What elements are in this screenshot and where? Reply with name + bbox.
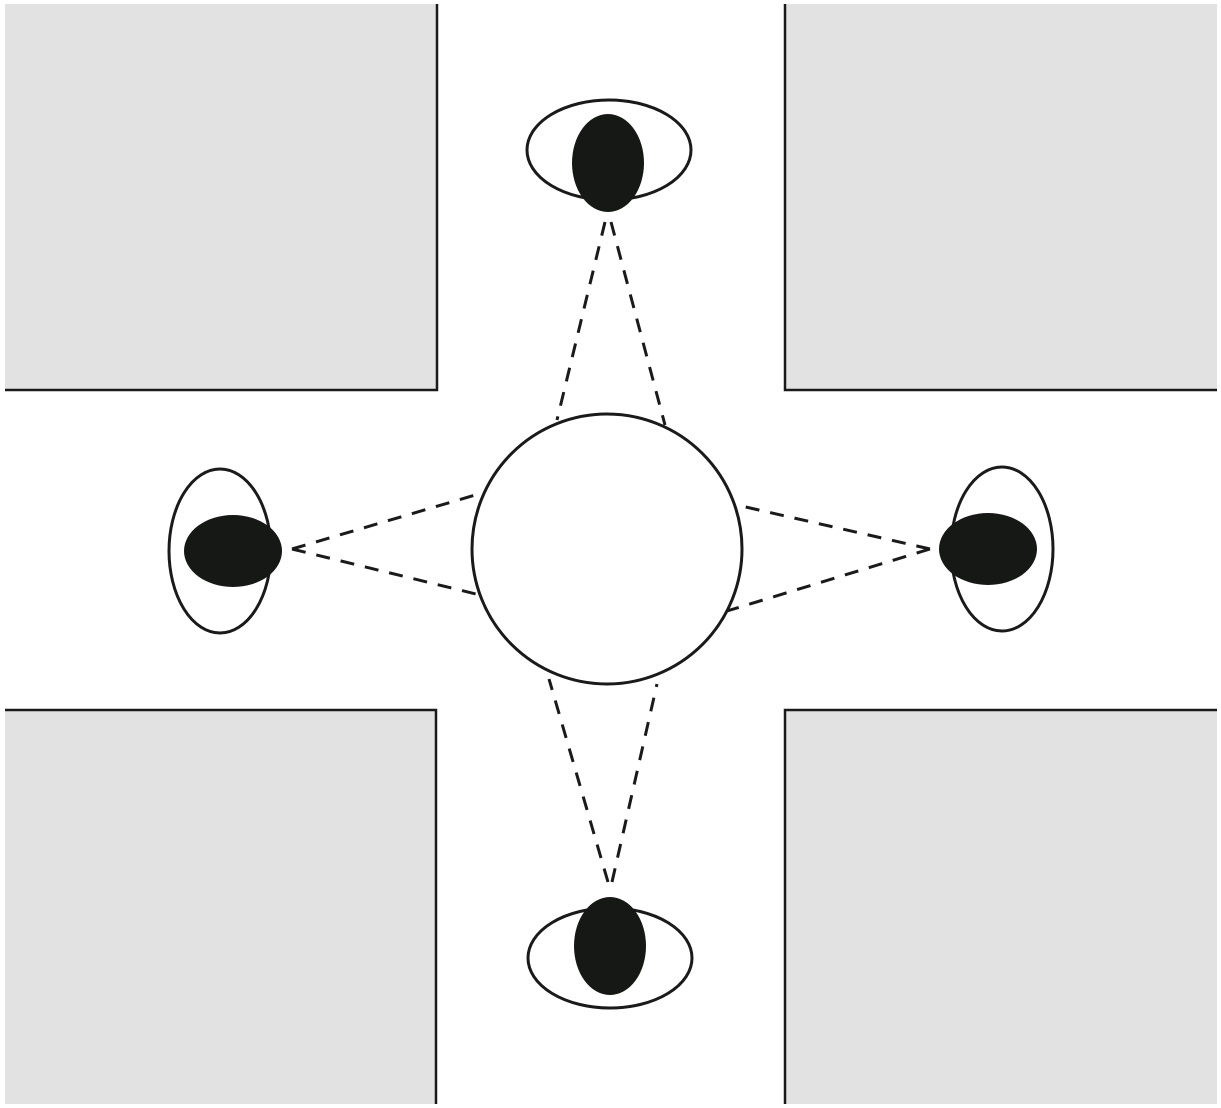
sight-line-left-lower <box>291 547 481 597</box>
eye-icon <box>526 897 694 1010</box>
bottom-observer <box>526 897 694 1010</box>
bottom-right-block <box>783 708 1217 1104</box>
sight-line-right-upper <box>736 503 931 551</box>
sight-line-bottom-right <box>610 683 659 883</box>
eye-icon <box>939 465 1055 633</box>
central-object <box>470 412 744 686</box>
sight-line-left-upper <box>291 491 483 551</box>
sight-line-bottom-left <box>547 678 610 883</box>
left-observer <box>167 467 282 635</box>
sight-lines <box>291 221 931 883</box>
top-observer <box>525 98 693 212</box>
sight-line-top-left <box>555 221 607 421</box>
right-observer <box>939 465 1055 633</box>
sight-line-right-lower <box>726 547 931 613</box>
top-right-block <box>783 4 1217 392</box>
top-left-block <box>5 4 439 392</box>
eye-icon <box>167 467 282 635</box>
bottom-left-block <box>5 708 438 1104</box>
eye-icon <box>525 98 693 212</box>
sight-line-top-right <box>609 221 667 426</box>
